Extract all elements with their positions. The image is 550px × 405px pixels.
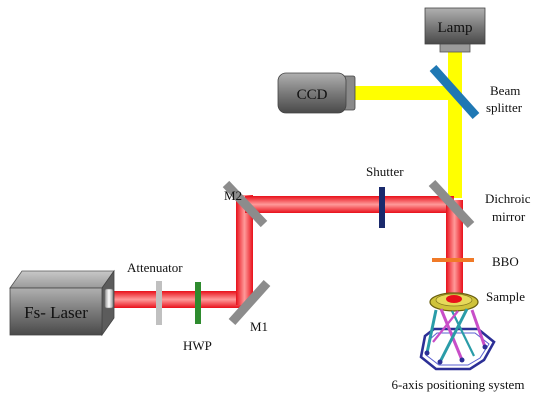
hexapod-stage	[419, 308, 496, 371]
dichroic-mirror	[428, 179, 475, 229]
dichroic-label-line2: mirror	[492, 209, 526, 224]
laser-beam-segment-2	[236, 195, 253, 305]
mirror-m1	[228, 279, 271, 326]
m1-label: M1	[250, 319, 268, 334]
dichroic-label-line1: Dichroic	[485, 191, 531, 206]
mirror-m2	[222, 180, 268, 228]
laser-beam-segment-3	[245, 196, 454, 213]
stage-label: 6-axis positioning system	[392, 377, 525, 392]
attenuator-label: Attenuator	[127, 260, 183, 275]
ccd-label: CCD	[297, 87, 328, 103]
shutter	[379, 187, 385, 228]
m2-label: M2	[224, 188, 242, 203]
bbo-label: BBO	[492, 254, 519, 269]
half-wave-plate	[195, 282, 201, 324]
shutter-label: Shutter	[366, 164, 404, 179]
white-light-beam-to-ccd	[352, 86, 458, 100]
ccd-camera: CCD	[277, 72, 356, 114]
bbo-crystal	[432, 258, 474, 262]
attenuator	[156, 281, 162, 325]
sample-label: Sample	[486, 289, 525, 304]
beam-splitter-label-line1: Beam	[490, 83, 520, 98]
sample-spot	[446, 295, 462, 303]
sample-holder	[429, 292, 479, 312]
laser-beam-segment-1	[112, 291, 247, 308]
white-light-beam-vertical	[448, 50, 462, 198]
beam-splitter-label-line2: splitter	[486, 100, 523, 115]
fs-laser: Fs- Laser	[9, 269, 115, 337]
laser-label: Fs- Laser	[24, 303, 88, 322]
beam-splitter	[429, 64, 480, 120]
laser-beam-segment-4	[446, 200, 463, 305]
laser-output-port	[104, 288, 114, 309]
lamp: Lamp	[424, 7, 486, 53]
hwp-label: HWP	[183, 338, 212, 353]
lamp-label: Lamp	[438, 20, 473, 36]
